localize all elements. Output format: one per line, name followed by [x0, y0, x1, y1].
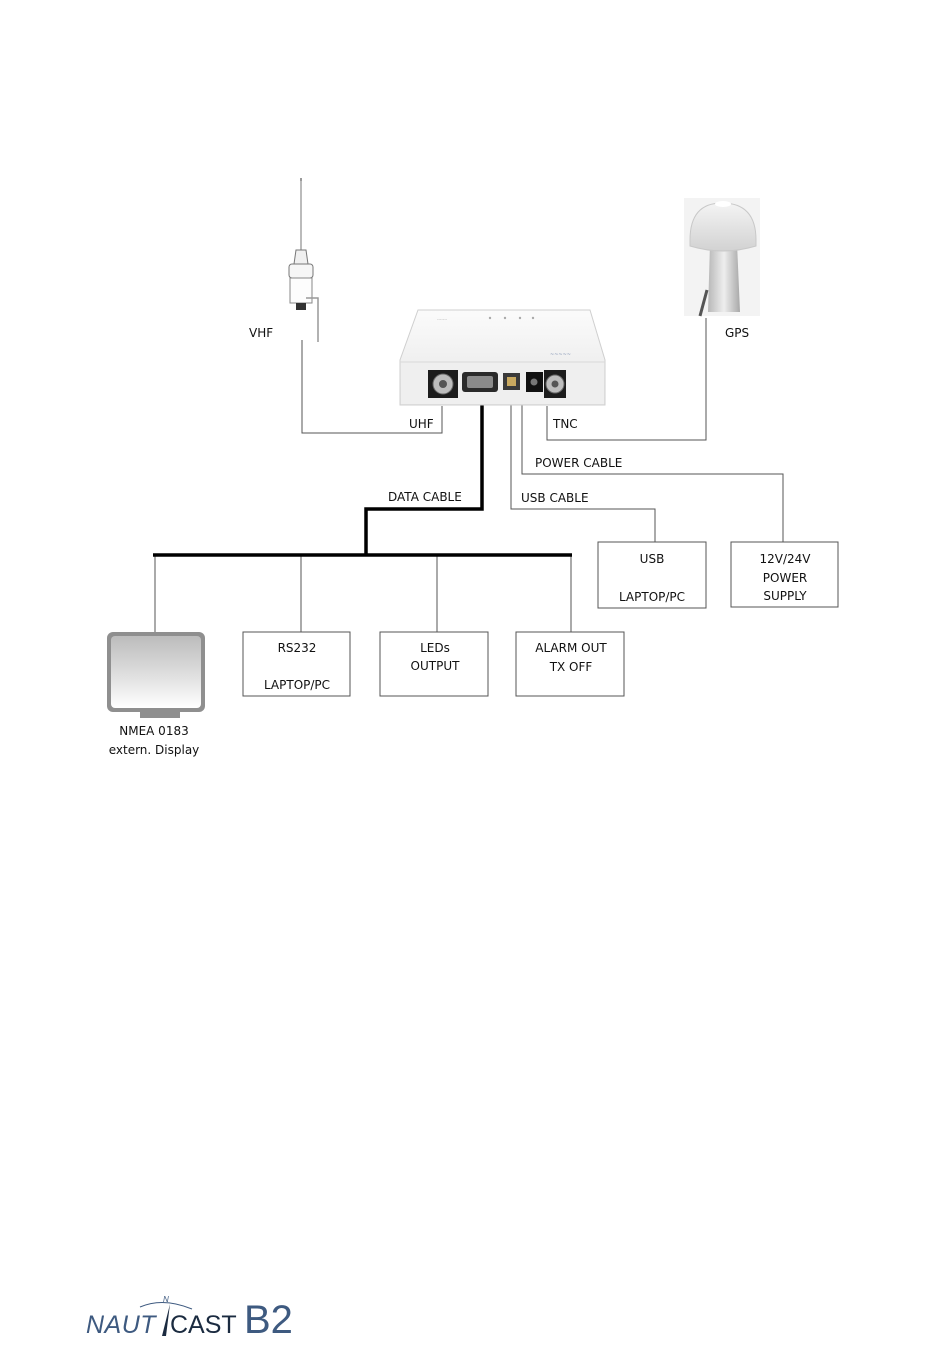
alarm-out-box: ALARM OUT TX OFF [516, 632, 624, 696]
vhf-antenna-icon [289, 178, 318, 342]
gps-label: GPS [725, 326, 749, 340]
svg-text:-------: ------- [437, 317, 448, 322]
vhf-label: VHF [249, 326, 273, 340]
logo-north: N [163, 1295, 169, 1304]
usb-cable-label: USB CABLE [521, 491, 589, 505]
ais-transponder-icon: ------- ~~~~~ [400, 310, 605, 405]
data-cable-label: DATA CABLE [388, 490, 462, 504]
box-line: LEDs [420, 641, 450, 655]
box-line: ALARM OUT [535, 641, 607, 655]
power-cable-label: POWER CABLE [535, 456, 622, 470]
display-label-line2: extern. Display [109, 743, 200, 757]
svg-text:~~~~~: ~~~~~ [550, 352, 571, 358]
box-line: RS232 [278, 641, 317, 655]
box-line: LAPTOP/PC [619, 590, 685, 604]
box-line: SUPPLY [763, 589, 807, 603]
uhf-label: UHF [409, 417, 434, 431]
logo-needle-icon [162, 1304, 170, 1336]
display-label-line1: NMEA 0183 [119, 724, 188, 738]
box-line: USB [640, 552, 665, 566]
usb-cable [511, 404, 655, 542]
gps-antenna-icon [684, 198, 760, 316]
leds-output-box: LEDs OUTPUT [380, 632, 488, 696]
usb-laptop-box: USB LAPTOP/PC [598, 542, 706, 608]
tnc-label: TNC [552, 417, 578, 431]
logo-naut: NAUT [86, 1311, 157, 1339]
rs232-laptop-box: RS232 LAPTOP/PC [243, 632, 350, 696]
data-bus [153, 404, 572, 555]
box-line: OUTPUT [411, 659, 461, 673]
nauticast-logo: NAUT N CAST B2 [86, 1295, 293, 1342]
nmea-display-icon [107, 632, 205, 718]
power-supply-box: 12V/24V POWER SUPPLY [731, 542, 838, 607]
box-line: TX OFF [549, 660, 593, 674]
box-line: 12V/24V [760, 552, 812, 566]
logo-cast: CAST [170, 1311, 237, 1339]
box-line: LAPTOP/PC [264, 678, 330, 692]
box-line: POWER [763, 571, 807, 585]
logo-model: B2 [244, 1298, 293, 1342]
